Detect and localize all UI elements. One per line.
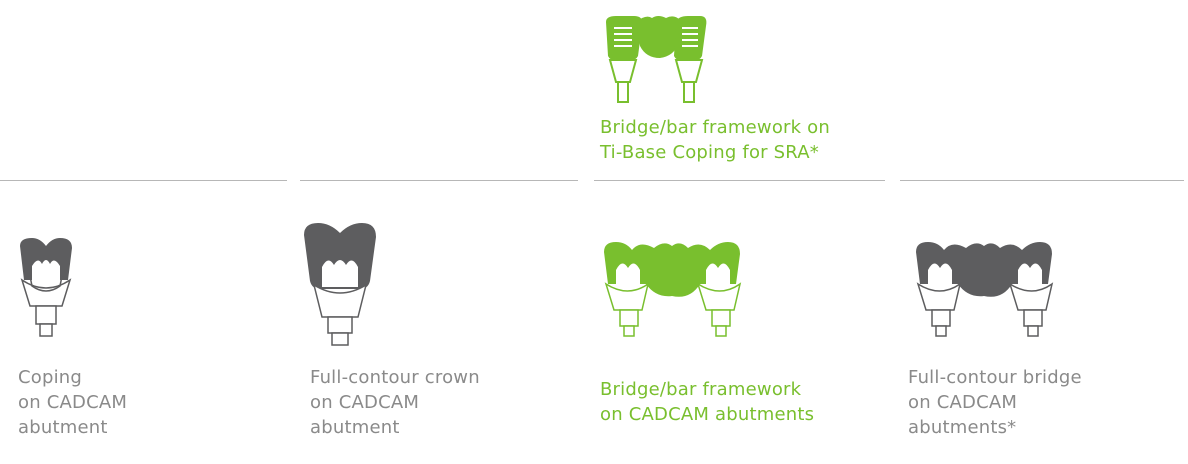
full-contour-crown-icon <box>304 223 376 346</box>
item-4-label-line-1: Full-contour bridge <box>908 367 1082 388</box>
item-2-label-line-1: Full-contour crown <box>310 367 480 388</box>
top-item-label-line-2: Ti-Base Coping for SRA* <box>600 142 820 163</box>
item-3-label-line-2: on CADCAM abutments <box>600 404 815 425</box>
item-1-label: Coping on CADCAM abutment <box>18 365 127 440</box>
item-1-label-line-2: on CADCAM <box>18 392 128 413</box>
divider-3 <box>594 180 885 181</box>
item-2-label-line-2: on CADCAM <box>310 392 420 413</box>
bridge-on-ti-base-icon <box>606 16 707 103</box>
divider-4 <box>900 180 1184 181</box>
item-3-label: Bridge/bar framework on CADCAM abutments <box>600 377 814 427</box>
item-2-label-line-3: abutment <box>310 417 400 438</box>
item-1-label-line-3: abutment <box>18 417 108 438</box>
top-item-label-line-1: Bridge/bar framework on <box>600 117 830 138</box>
item-3-label-line-1: Bridge/bar framework <box>600 379 802 400</box>
item-4-label: Full-contour bridge on CADCAM abutments* <box>908 365 1082 440</box>
divider-1 <box>0 180 287 181</box>
coping-icon <box>20 238 72 337</box>
divider-2 <box>300 180 578 181</box>
top-item-label: Bridge/bar framework on Ti-Base Coping f… <box>600 115 830 165</box>
full-contour-bridge-icon <box>916 242 1054 337</box>
item-2-label: Full-contour crown on CADCAM abutment <box>310 365 480 440</box>
item-4-label-line-2: on CADCAM <box>908 392 1018 413</box>
item-1-label-line-1: Coping <box>18 367 83 388</box>
bridge-framework-icon <box>604 242 742 337</box>
item-4-label-line-3: abutments* <box>908 417 1017 438</box>
